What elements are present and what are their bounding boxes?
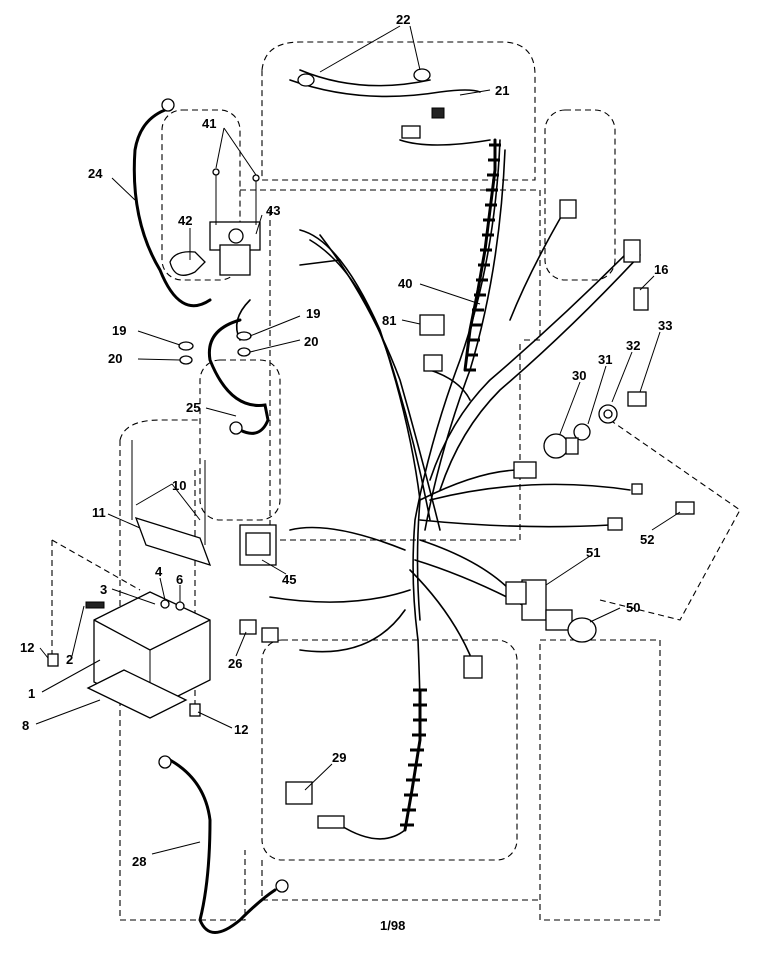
callout-26: 26 — [228, 656, 242, 671]
connector-16 — [633, 287, 649, 311]
callout-52: 52 — [640, 532, 654, 547]
callout-51: 51 — [586, 545, 600, 560]
callout-10: 10 — [172, 478, 186, 493]
callout-19-left: 19 — [112, 323, 126, 338]
cable-28-terminal-top — [158, 755, 172, 769]
connector-52 — [675, 501, 695, 515]
callout-42: 42 — [178, 213, 192, 228]
ignition-switch — [543, 433, 569, 459]
callout-3: 3 — [100, 582, 107, 597]
callout-81: 81 — [382, 313, 396, 328]
battery-tray — [86, 669, 188, 719]
callout-41: 41 — [202, 116, 216, 131]
nut-12-left — [47, 653, 59, 667]
seat-switch — [285, 781, 313, 805]
callout-29: 29 — [332, 750, 346, 765]
callout-22: 22 — [396, 12, 410, 27]
cable-24-terminal-top — [161, 98, 175, 112]
callout-40: 40 — [398, 276, 412, 291]
parts — [47, 68, 695, 829]
battery-hold-down — [134, 516, 212, 567]
callout-labels: 22 21 41 24 43 42 40 16 81 19 19 33 20 2… — [20, 12, 672, 933]
callout-25: 25 — [186, 400, 200, 415]
cables — [132, 69, 481, 934]
nut-12-right — [189, 703, 201, 717]
terminal-boot — [169, 251, 206, 276]
tractor-outline — [51, 41, 741, 921]
footer-code: 1/98 — [380, 918, 405, 933]
callout-45: 45 — [282, 572, 296, 587]
coiled-conduit-lower — [339, 688, 427, 840]
relay — [419, 314, 445, 336]
callout-20-left: 20 — [108, 351, 122, 366]
solenoid-body — [219, 244, 251, 276]
leader-lines — [35, 25, 681, 855]
cable-28-terminal-bottom — [275, 879, 289, 893]
cable-25-terminal — [229, 421, 243, 435]
callout-16: 16 — [654, 262, 668, 277]
coiled-conduit-upper — [463, 138, 501, 372]
callout-2: 2 — [66, 652, 73, 667]
callout-30: 30 — [572, 368, 586, 383]
callout-21: 21 — [495, 83, 509, 98]
main-wire-harness — [235, 139, 641, 711]
callout-20-right: 20 — [304, 334, 318, 349]
callout-24: 24 — [88, 166, 103, 181]
callout-6: 6 — [176, 572, 183, 587]
callout-32: 32 — [626, 338, 640, 353]
callout-11: 11 — [92, 505, 106, 520]
callout-19-right: 19 — [306, 306, 320, 321]
callout-43: 43 — [266, 203, 280, 218]
callout-50: 50 — [626, 600, 640, 615]
callout-28: 28 — [132, 854, 146, 869]
callout-1: 1 — [28, 686, 35, 701]
switch-33 — [627, 391, 647, 407]
callout-31: 31 — [598, 352, 612, 367]
callout-12-left: 12 — [20, 640, 34, 655]
connector-26 — [239, 619, 257, 635]
callout-33: 33 — [658, 318, 672, 333]
pto-switch — [545, 609, 573, 631]
callout-12-right: 12 — [234, 722, 248, 737]
callout-8: 8 — [22, 718, 29, 733]
callout-4: 4 — [155, 564, 163, 579]
washer-31 — [573, 423, 591, 441]
